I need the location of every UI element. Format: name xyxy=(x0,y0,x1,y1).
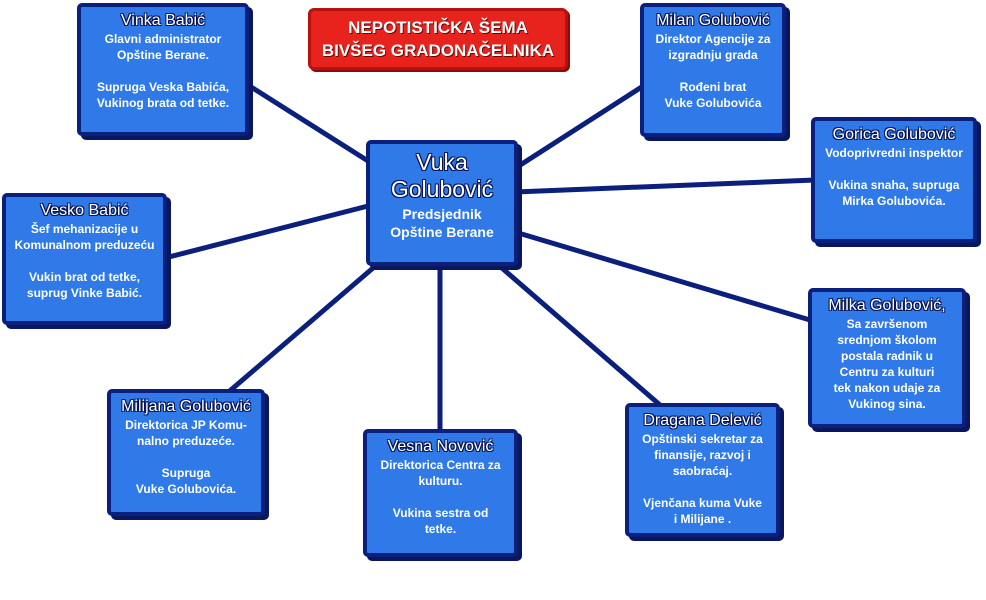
person-box-milijana: Milijana Golubović Direktorica JP Komu- … xyxy=(107,389,265,516)
connector-vesko xyxy=(162,202,375,261)
person-desc: Sa završenom srednjom školom postala rad… xyxy=(833,317,941,411)
title-line-1: NEPOTISTIČKA ŠEMA xyxy=(348,18,528,37)
center-person-box: Vuka Golubović Predsjednik Opštine Beran… xyxy=(366,140,518,266)
connector-gorica xyxy=(512,177,818,195)
person-box-dragana: Dragana Delević Opštinski sekretar za fi… xyxy=(625,403,780,537)
person-desc: Vodoprivredni inspektor Vukina snaha, su… xyxy=(825,146,963,208)
person-name: Milan Golubović xyxy=(656,12,770,29)
person-desc: Glavni administrator Opštine Berane. Sup… xyxy=(96,32,230,110)
person-name: Vesna Novović xyxy=(387,438,494,455)
person-box-vesna: Vesna Novović Direktorica Centra za kult… xyxy=(363,429,518,557)
person-box-milan: Milan Golubović Direktor Agencije za izg… xyxy=(640,3,786,137)
person-desc: Opštinski sekretar za finansije, razvoj … xyxy=(642,432,763,526)
title-line-2: BIVŠEG GRADONAČELNIKA xyxy=(321,41,555,60)
person-name: Milka Golubović, xyxy=(828,297,946,314)
person-box-vinka: Vinka Babić Glavni administrator Opštine… xyxy=(77,3,249,136)
person-name: Vinka Babić xyxy=(120,12,206,29)
person-box-vesko: Vesko Babić Šef mehanizacije u Komunalno… xyxy=(2,193,167,325)
person-desc: Direktorica JP Komu- nalno preduzeće. Su… xyxy=(125,418,247,496)
person-desc: Šef mehanizacije u Komunalnom preduzeću … xyxy=(14,222,155,300)
person-desc: Direktor Agencije za izgradnju grada Rođ… xyxy=(655,32,771,110)
connector-dragana xyxy=(492,259,663,408)
person-name: Dragana Delević xyxy=(643,412,762,429)
connector-milijana xyxy=(222,259,383,398)
person-name: Milijana Golubović xyxy=(121,398,251,415)
center-person-name: Vuka Golubović xyxy=(390,149,494,202)
diagram-title: NEPOTISTIČKA ŠEMA BIVŠEG GRADONAČELNIKA xyxy=(308,8,568,70)
connector-milka xyxy=(512,229,813,323)
person-name: Gorica Golubović xyxy=(832,126,956,143)
person-box-gorica: Gorica Golubović Vodoprivredni inspektor… xyxy=(811,117,977,243)
connector-milan xyxy=(497,69,668,181)
person-name: Vesko Babić xyxy=(40,202,129,219)
person-box-milka: Milka Golubović, Sa završenom srednjom š… xyxy=(808,288,966,428)
center-person-role: Predsjednik Opštine Berane xyxy=(390,206,494,240)
person-desc: Direktorica Centra za kulturu. Vukina se… xyxy=(380,458,501,536)
